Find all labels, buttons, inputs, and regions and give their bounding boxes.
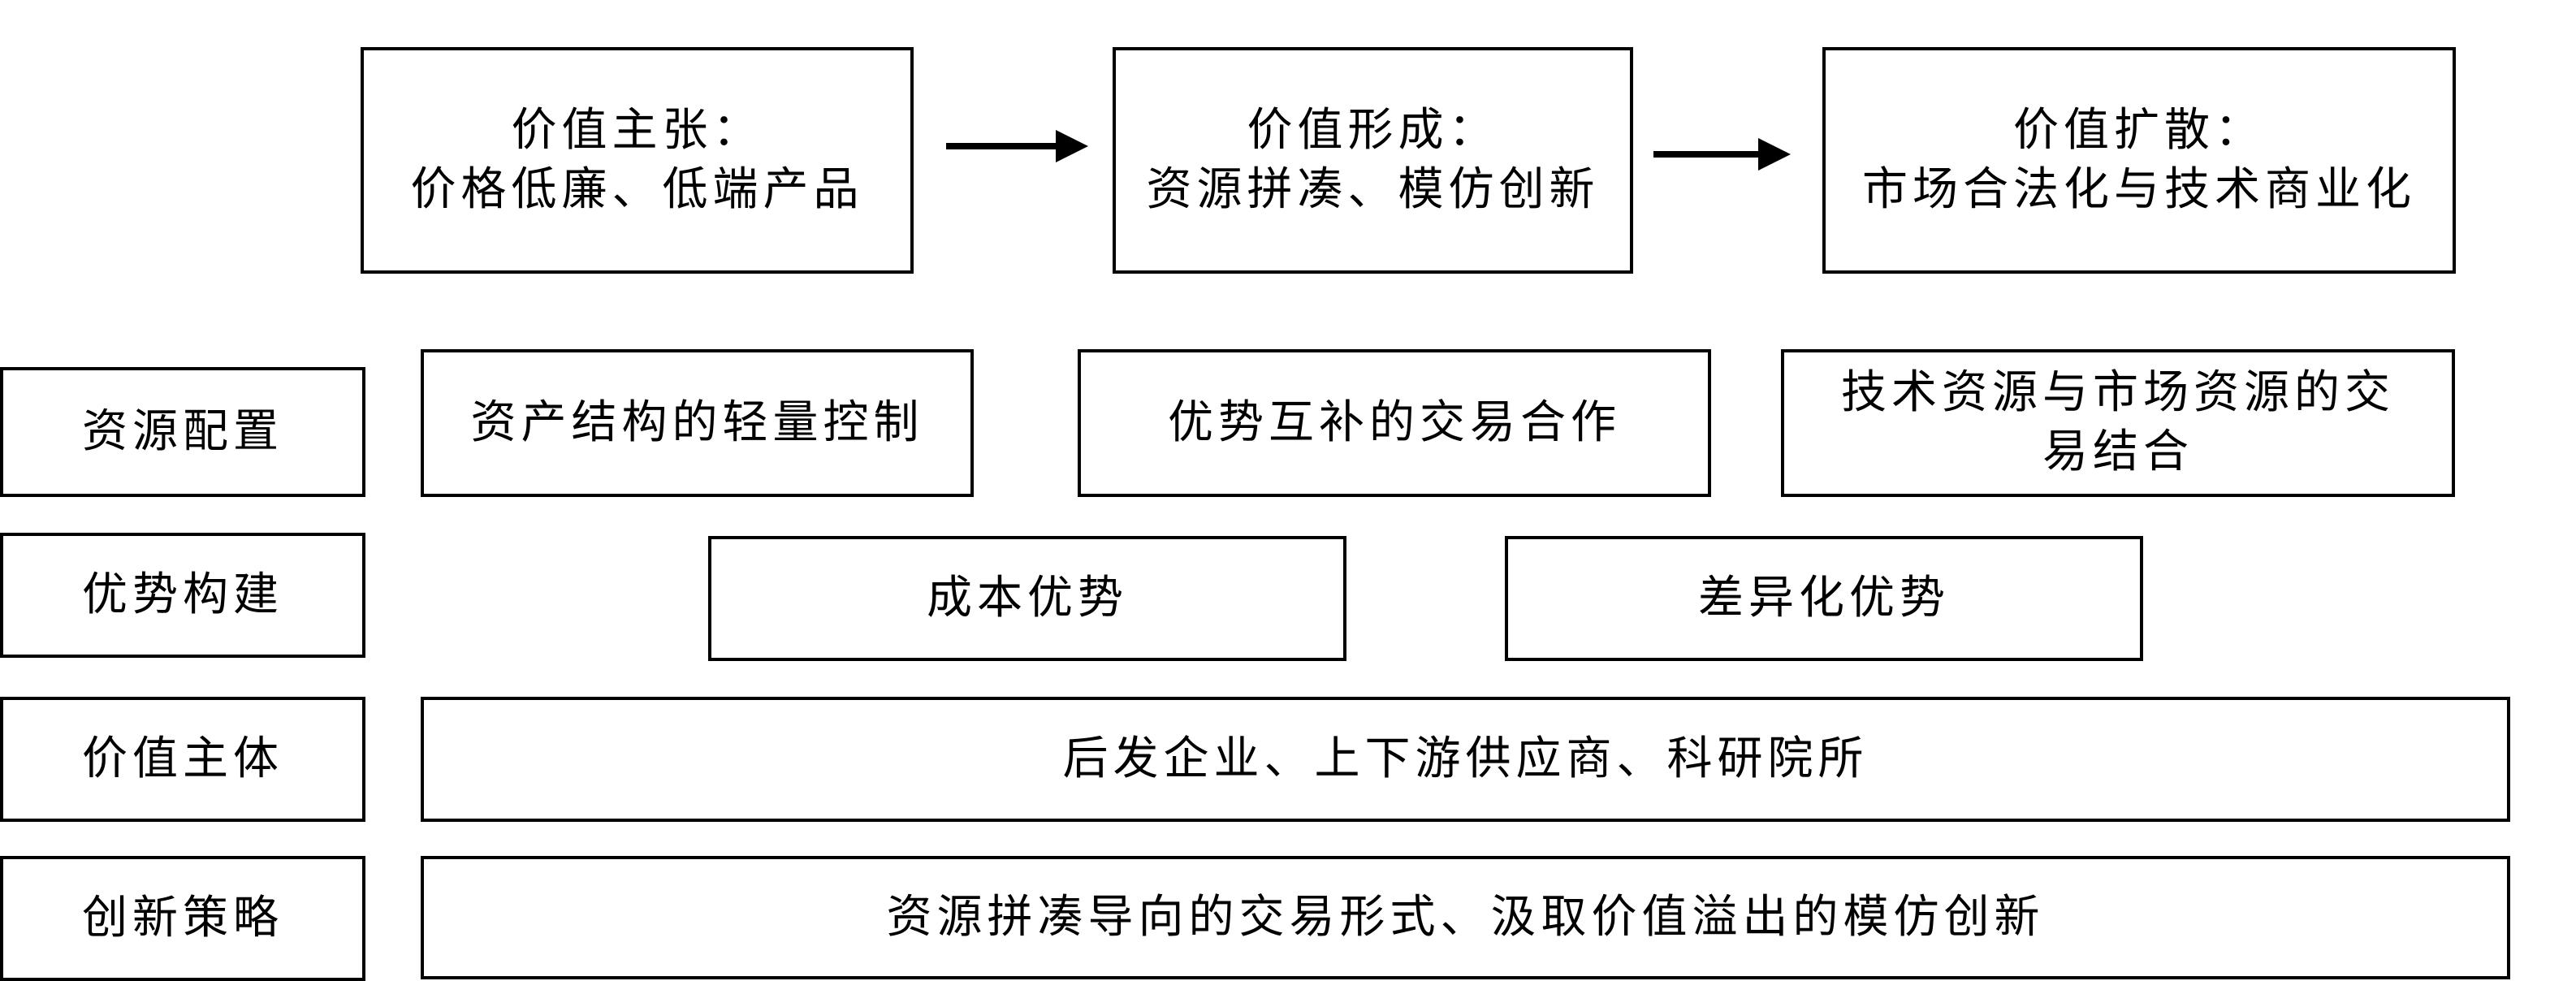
value-formation-heading: 价值形成： [1247,103,1499,157]
advantage-item-differentiation: 差异化优势 [1505,536,2143,661]
value-diffusion-box: 价值扩散： 市场合法化与技术商业化 [1822,47,2456,274]
row-label-innovation-strategy: 创新策略 [0,856,365,981]
arrow-stage1-to-stage2 [946,130,1088,162]
value-diffusion-heading: 价值扩散： [2013,103,2265,157]
value-proposition-heading: 价值主张： [511,103,763,157]
value-formation-box: 价值形成： 资源拼凑、模仿创新 [1113,47,1633,274]
value-formation-detail: 资源拼凑、模仿创新 [1146,162,1600,216]
innovation-strategy-content: 资源拼凑导向的交易形式、汲取价值溢出的模仿创新 [421,856,2510,979]
resource-item-tech-market-combination: 技术资源与市场资源的交易结合 [1781,349,2455,497]
row-label-advantage-building: 优势构建 [0,533,365,658]
arrow-stage2-to-stage3 [1653,138,1791,171]
row-label-resource-allocation: 资源配置 [0,367,365,497]
value-proposition-box: 价值主张： 价格低廉、低端产品 [361,47,914,274]
row-label-value-subject: 价值主体 [0,697,365,822]
value-diffusion-detail: 市场合法化与技术商业化 [1862,162,2416,216]
value-subject-content: 后发企业、上下游供应商、科研院所 [421,697,2510,822]
value-proposition-detail: 价格低廉、低端产品 [410,162,864,216]
resource-item-complementary-cooperation: 优势互补的交易合作 [1078,349,1711,497]
resource-item-light-asset-control: 资产结构的轻量控制 [421,349,974,497]
advantage-item-cost: 成本优势 [708,536,1346,661]
